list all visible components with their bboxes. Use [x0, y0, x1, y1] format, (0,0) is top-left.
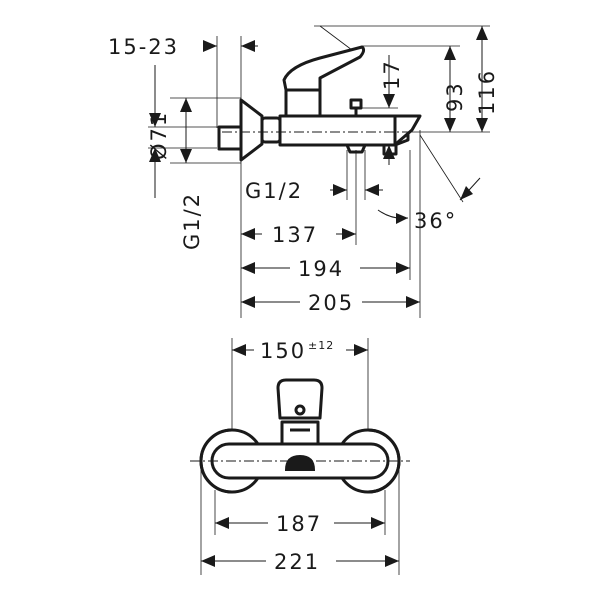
dim-tolerance-150: ±12: [308, 339, 334, 352]
dim-label-g12-horizontal: G1/2: [245, 179, 303, 203]
front-lever-base: [280, 420, 320, 446]
dim-116: 116: [475, 26, 499, 132]
arrow: [444, 46, 456, 60]
arrow: [460, 186, 473, 200]
dim-label-g12-vertical: G1/2: [180, 192, 204, 250]
arrow: [201, 555, 215, 567]
main-body: [278, 114, 410, 147]
arrow: [203, 40, 217, 52]
front-outlet: [284, 454, 316, 471]
dim-205: 205: [241, 291, 420, 315]
rosette-outline: [199, 428, 233, 494]
dim-label-93: 93: [443, 81, 467, 112]
dim-label-221: 221: [274, 550, 320, 574]
extension-line: [319, 25, 353, 51]
arrow: [354, 344, 368, 356]
arrow: [241, 228, 255, 240]
dim-label-194: 194: [298, 257, 344, 281]
dim-label-137: 137: [272, 223, 318, 247]
arrow: [444, 118, 456, 132]
dim-150: 150 ±12: [232, 339, 368, 363]
arrow: [371, 517, 385, 529]
arrow: [385, 555, 399, 567]
arrow: [333, 184, 347, 196]
dim-label-36deg: 36°: [414, 209, 457, 233]
angle-leg: [419, 134, 464, 203]
arrow: [241, 296, 255, 308]
dim-g12-vertical: G1/2: [149, 65, 204, 250]
dim-221: 221: [201, 550, 399, 574]
diverter-knob: [349, 98, 363, 110]
arrow: [383, 145, 395, 159]
arrow: [241, 262, 255, 274]
dim-label-205: 205: [308, 291, 354, 315]
spout: [393, 114, 422, 147]
arrow: [180, 149, 192, 163]
side-view: 15-23 Ø71 G1/2: [108, 25, 499, 318]
arrow: [406, 296, 420, 308]
wall-rosette: [239, 98, 264, 162]
arrow: [215, 517, 229, 529]
dim-194: 194: [241, 257, 410, 281]
dim-label-150: 150: [260, 339, 306, 363]
lever-base: [284, 86, 322, 118]
dim-label-15-23: 15-23: [108, 35, 179, 59]
indicator-dot: [294, 404, 306, 416]
dim-137: 137: [241, 223, 356, 247]
dim-label-116: 116: [475, 69, 499, 115]
dim-g12-horizontal: G1/2: [245, 150, 383, 203]
faucet-side-body: [217, 45, 422, 162]
arrow: [396, 262, 410, 274]
dim-17: 17: [362, 55, 404, 165]
inlet-pipe: [217, 125, 243, 151]
arrow: [476, 26, 488, 40]
dim-label-d71: Ø71: [147, 111, 171, 160]
connection-nut: [260, 116, 282, 144]
front-lever-handle: [276, 378, 324, 420]
dim-93: 93: [443, 46, 467, 132]
arrow: [149, 113, 161, 127]
arrow: [342, 228, 356, 240]
shower-outlet: [345, 143, 367, 154]
arrow: [232, 344, 246, 356]
arrow: [383, 94, 395, 108]
dim-label-17: 17: [380, 59, 404, 90]
front-view: 150 ±12 187: [190, 338, 410, 575]
dim-d71: Ø71: [147, 98, 192, 163]
dim-187: 187: [215, 512, 385, 536]
dim-36deg: 36°: [377, 134, 481, 233]
dim-15-23: 15-23: [108, 35, 258, 59]
dim-label-187: 187: [276, 512, 322, 536]
arrow: [365, 184, 379, 196]
arrow: [396, 213, 408, 224]
arrow: [180, 98, 192, 112]
lever-handle: [282, 45, 366, 92]
arrow: [149, 148, 161, 162]
arrow: [241, 40, 255, 52]
rosette-outline: [367, 428, 401, 494]
arrow: [476, 118, 488, 132]
